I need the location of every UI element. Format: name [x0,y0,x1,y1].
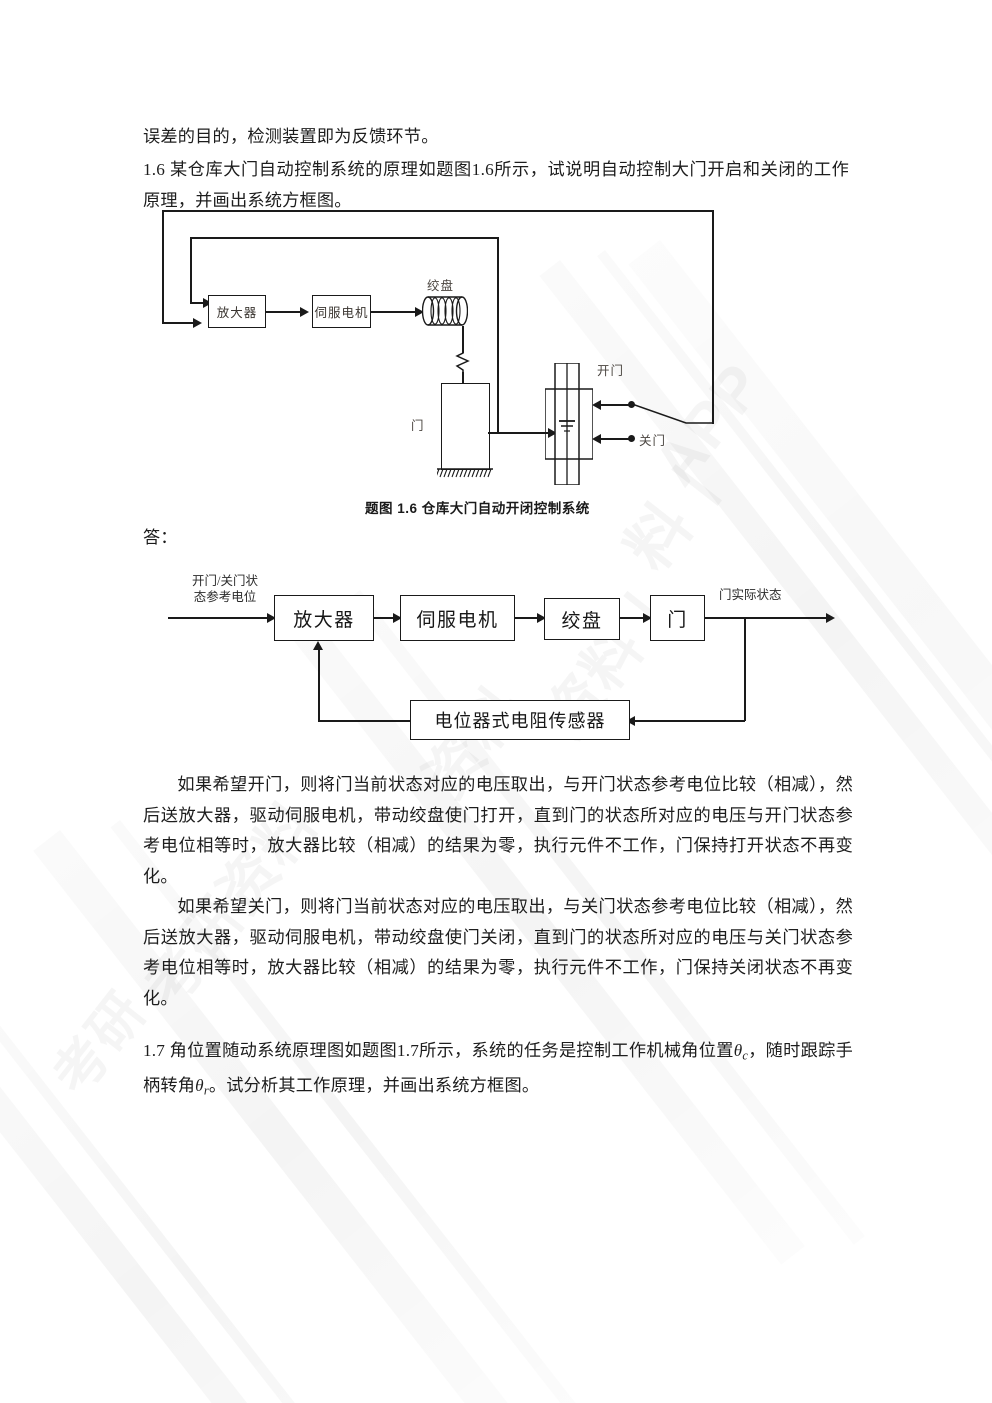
fig1-arrow-to-potentiometer [548,428,557,438]
fig1-label-open-door: 开门 [597,364,625,378]
fig1-amplifier-label: 放大器 [216,306,258,320]
fig2-link-amp-servo [374,617,399,619]
fig2-servo-label: 伺服电机 [416,609,499,631]
fig1-outer-loop-top [162,210,713,212]
fig1-inner-loop-left [190,237,192,303]
fig2-input-label: 开门/关门状 态参考电位 [170,573,280,605]
paragraph-problem-1-6: 1.6 某仓库大门自动控制系统的原理如题图1.6所示，试说明自动控制大门开启和关… [143,160,849,210]
fig1-outer-loop-left [162,210,164,324]
fig2-arrow-to-servo [393,613,402,623]
fig2-input-label-line1: 开门/关门状 [192,574,258,588]
paragraph-intro: 误差的目的，检测装置即为反馈环节。 [143,127,439,146]
fig2-output-line [705,617,832,619]
fig1-cable-upper [462,326,464,353]
fig2-arrow-to-winch [537,613,546,623]
fig2-feedback-return-v [318,650,320,721]
fig1-arrow-close-contact [592,434,601,444]
fig2-arrow-into-amplifier-feedback [313,641,323,650]
figure-1-warehouse-door-schematic: 放大器 伺服电机 绞盘 [0,0,992,520]
paragraph-open-door-explanation: 如果希望开门，则将门当前状态对应的电压取出，与开门状态参考电位比较（相减），然后… [143,775,853,886]
fig2-input-label-line2: 态参考电位 [193,590,257,604]
theta-r-symbol: θ [195,1075,204,1095]
fig1-outer-loop-right [712,210,714,424]
fig1-link-door-pot [488,432,552,434]
fig1-arrow-to-servo [300,307,309,317]
paragraph-problem-1-7: 1.7 角位置随动系统原理图如题图1.7所示，系统的任务是控制工作机械角位置θc… [143,1036,853,1106]
fig1-link-amp-servo [266,311,304,313]
fig2-sensor-label: 电位器式电阻传感器 [434,711,606,731]
fig2-link-servo-winch [515,617,543,619]
fig1-arrow-to-winch [415,307,424,317]
fig1-arrow-open-contact [592,400,601,410]
fig1-label-door: 门 [411,419,425,433]
figure-1-caption: 题图 1.6 仓库大门自动开闭控制系统 [365,501,590,516]
fig1-contact-open-line [600,404,632,406]
fig1-link-servo-winch [371,311,419,313]
theta-r-subscript: r [203,1083,209,1098]
fig2-block-sensor: 电位器式电阻传感器 [410,700,630,740]
watermark-text: 考研 [41,980,159,1107]
fig2-output-label: 门实际状态 [719,588,782,602]
fig1-inner-loop-tap [497,237,499,433]
fig2-arrow-into-sensor [626,716,635,726]
figure-2-block-diagram: 开门/关门状 态参考电位 放大器 伺服电机 绞盘 门 门实际状态 [168,573,835,740]
fig1-contact-dot-open [628,401,635,408]
fig2-block-servo-motor: 伺服电机 [400,595,515,641]
fig1-cable-lower [462,372,464,384]
fig1-door-body [441,383,490,470]
fig1-servo-label: 伺服电机 [314,306,369,320]
fig2-block-amplifier: 放大器 [274,595,374,641]
fig1-contact-dot-close [628,435,635,442]
fig2-winch-label: 绞盘 [561,610,603,632]
fig1-outer-loop-bottom [162,322,197,324]
fig2-arrow-output [826,613,835,623]
problem-1-7-middle: ，随时跟踪手柄转角 [143,1041,853,1095]
fig1-arrow-into-amplifier-upper [203,298,212,308]
fig2-block-winch: 绞盘 [544,598,620,640]
ground-hatch-icon [435,467,493,479]
fig2-feedback-tap [744,617,746,721]
fig1-contact-close-line [600,438,632,440]
switch-blade-icon [630,400,716,428]
potentiometer-icon [544,362,594,486]
fig2-feedback-to-sensor [631,720,745,722]
fig2-amplifier-label: 放大器 [293,609,355,631]
theta-c-symbol: θ [733,1041,743,1060]
fig1-inner-loop-top [190,237,497,239]
theta-c-subscript: c [742,1048,749,1063]
fig1-block-servo-motor: 伺服电机 [312,295,371,328]
fig1-label-close-door: 关门 [639,434,667,448]
problem-1-7-prefix: 1.7 角位置随动系统原理图如题图1.7所示，系统的任务是控制工作机械角位置 [143,1041,734,1060]
spring-icon [452,350,474,374]
fig2-arrow-to-door [643,613,652,623]
fig1-label-winch: 绞盘 [427,279,455,293]
fig2-input-line [168,617,275,619]
paragraph-close-door-explanation: 如果希望关门，则将门当前状态对应的电压取出，与关门状态参考电位比较（相减），然后… [143,897,853,1008]
fig1-inner-loop-bottom [190,302,207,304]
fig2-arrow-into-amplifier [267,613,276,623]
winch-drum-icon [421,296,469,326]
fig2-feedback-return-h [318,720,411,722]
fig1-arrow-into-amplifier-lower [193,318,202,328]
fig2-block-door: 门 [650,595,705,641]
fig2-door-label: 门 [667,609,688,631]
answer-label: 答： [143,528,178,547]
fig2-link-winch-door [620,617,649,619]
problem-1-7-suffix: 。试分析其工作原理，并画出系统方框图。 [208,1075,540,1095]
fig1-block-amplifier: 放大器 [208,295,266,328]
